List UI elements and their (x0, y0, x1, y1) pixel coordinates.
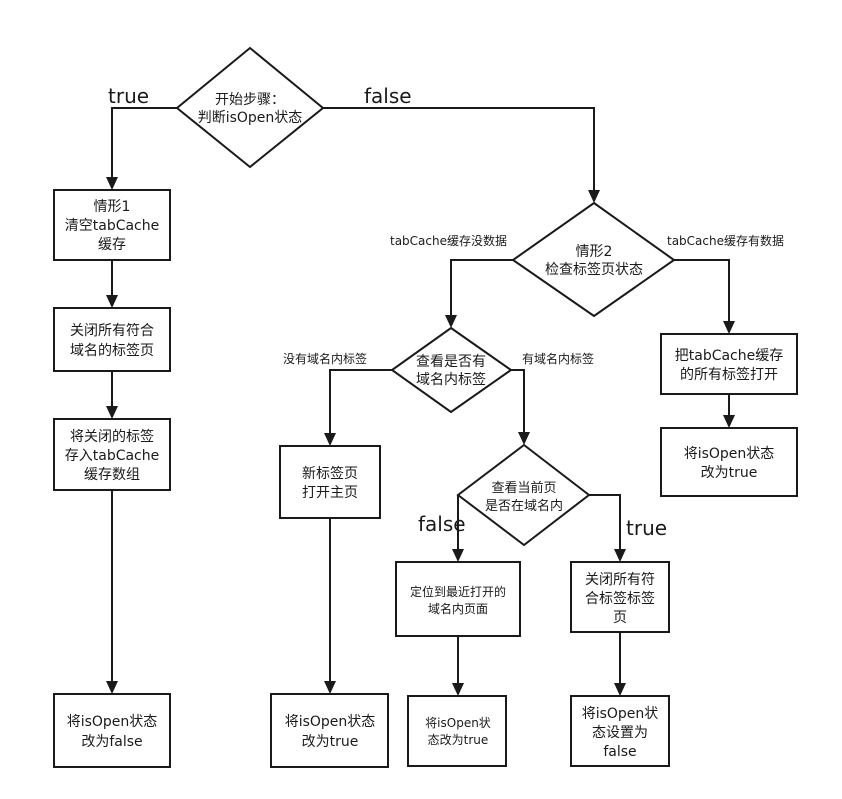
save-closed-line-3: 缓存数组 (84, 467, 140, 483)
new-tab-box: 新标签页 打开主页 (279, 445, 381, 519)
set-false-right-line-2: 态设置为 (592, 725, 648, 741)
arrowhead (106, 295, 118, 308)
edge-checkdomain-to-checkcurrent (511, 369, 525, 433)
arrowhead (614, 683, 626, 696)
arrowhead (445, 315, 457, 328)
new-tab-line-2: 打开主页 (302, 484, 358, 501)
label-no-domain-tab: 没有域名内标签 (283, 351, 367, 366)
edge-checkdomain-to-newtab (329, 369, 392, 434)
locate-recent-line-1: 定位到最近打开的 (410, 584, 506, 599)
save-closed-box: 将关闭的标签 存入tabCache 缓存数组 (53, 418, 171, 491)
locate-recent-line-2: 域名内页面 (428, 601, 488, 616)
open-cache-box: 把tabCache缓存 的所有标签打开 (660, 333, 798, 395)
set-false-left-line-1: 将isOpen状态 (67, 714, 158, 730)
save-closed-line-2: 存入tabCache (65, 448, 160, 464)
case2-line-2: 检查标签页状态 (545, 261, 643, 278)
save-closed-line-1: 将关闭的标签 (70, 428, 154, 445)
case1-line-3: 缓存 (98, 237, 126, 253)
label-current-false: false (418, 512, 466, 536)
edge-case2-to-opencache (674, 259, 730, 322)
arrowhead (106, 406, 118, 419)
label-has-domain-tab: 有域名内标签 (522, 351, 594, 366)
edge-start-to-case1 (111, 107, 177, 178)
check-current-line-1: 查看当前页 (491, 480, 556, 496)
check-domain-line-1: 查看是否有 (416, 354, 486, 370)
close-matching-line-2: 域名的标签页 (70, 342, 154, 359)
set-true-mid-line-2: 改为true (302, 734, 359, 750)
close-all-matching-line-1: 关闭所有符 (585, 572, 655, 588)
set-true-small-line-2: 态改为true (428, 733, 489, 747)
set-false-right-box: 将isOpen状 态设置为 false (570, 695, 670, 767)
arrowhead (324, 681, 336, 694)
set-true-small-line-1: 将isOpen状 (425, 716, 491, 730)
start-line-1: 开始步骤： (215, 92, 285, 108)
arrowhead (106, 177, 118, 190)
arrowhead (723, 415, 735, 428)
case1-line-2: 清空tabCache (65, 218, 160, 234)
case1-line-1: 情形1 (94, 199, 131, 215)
set-true-right-line-2: 改为true (701, 465, 758, 481)
arrowhead (452, 549, 464, 562)
check-current-decision: 查看当前页 是否在域名内 (456, 443, 591, 547)
arrowhead (452, 683, 464, 696)
label-current-true: true (626, 516, 667, 540)
close-all-matching-line-3: 页 (613, 610, 627, 626)
close-all-matching-box: 关闭所有符 合标签标签 页 (570, 561, 670, 633)
label-start-true: true (108, 84, 149, 108)
check-current-line-2: 是否在域名内 (485, 498, 563, 514)
edge-checkcurrent-to-closeall (589, 494, 621, 550)
arrowhead (723, 321, 735, 334)
nodes: 开始步骤： 判断isOpen状态 情形1 清空tabCache 缓存 关闭所有符… (53, 46, 798, 768)
edge-labels: true false tabCache缓存没数据 tabCache缓存有数据 没… (108, 84, 784, 540)
case1-box: 情形1 清空tabCache 缓存 (53, 189, 171, 261)
check-domain-line-2: 域名内标签 (416, 371, 486, 388)
arrowhead (106, 681, 118, 694)
edges (106, 107, 735, 696)
edge-start-to-case2 (323, 107, 595, 191)
open-cache-line-1: 把tabCache缓存 (675, 348, 784, 364)
check-domain-decision: 查看是否有 域名内标签 (390, 326, 513, 414)
set-false-left-line-2: 改为false (81, 734, 142, 750)
set-false-left-box: 将isOpen状态 改为false (53, 693, 171, 768)
close-matching-box: 关闭所有符合 域名的标签页 (53, 307, 171, 372)
case2-line-1: 情形2 (576, 244, 613, 260)
close-all-matching-line-2: 合标签标签 (585, 590, 655, 607)
locate-recent-box: 定位到最近打开的 域名内页面 (395, 561, 521, 637)
label-start-false: false (364, 84, 412, 108)
set-false-right-line-1: 将isOpen状 (582, 706, 659, 722)
arrowhead (614, 549, 626, 562)
set-true-right-line-1: 将isOpen状态 (684, 446, 775, 462)
new-tab-line-1: 新标签页 (302, 465, 358, 482)
set-true-small-box: 将isOpen状 态改为true (407, 695, 507, 767)
edge-case2-to-checkdomain (450, 259, 513, 316)
set-false-right-line-3: false (603, 744, 636, 760)
label-cache-has-data: tabCache缓存有数据 (667, 233, 784, 248)
label-cache-no-data: tabCache缓存没数据 (390, 233, 507, 248)
arrowhead (324, 433, 336, 446)
open-cache-line-2: 的所有标签打开 (680, 366, 778, 383)
start-line-2: 判断isOpen状态 (198, 110, 303, 126)
arrowhead (518, 432, 530, 445)
set-true-mid-box: 将isOpen状态 改为true (270, 693, 389, 768)
arrowhead (588, 190, 600, 203)
close-matching-line-1: 关闭所有符合 (70, 323, 154, 339)
set-true-mid-line-1: 将isOpen状态 (285, 714, 376, 730)
start-decision: 开始步骤： 判断isOpen状态 (175, 46, 325, 169)
case2-decision: 情形2 检查标签页状态 (511, 201, 676, 318)
set-true-right-box: 将isOpen状态 改为true (660, 427, 798, 497)
